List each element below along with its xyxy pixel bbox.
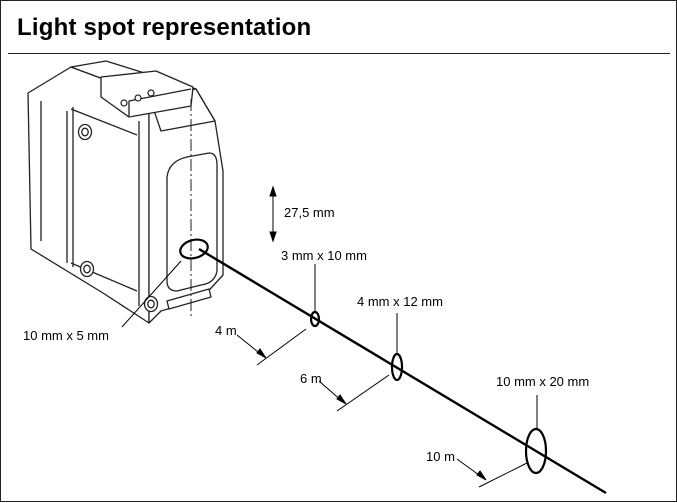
height-dimension: [269, 185, 277, 243]
spot-4m-label: 3 mm x 10 mm: [281, 248, 367, 263]
distance-markers: [236, 328, 528, 488]
spot-origin: [179, 238, 209, 260]
sensor-housing: [27, 60, 224, 324]
spot-6m-label: 4 mm x 12 mm: [357, 294, 443, 309]
spot-origin-label: 10 mm x 5 mm: [23, 328, 109, 343]
height-label: 27,5 mm: [284, 205, 335, 220]
light-spots: [179, 238, 548, 475]
dist-6m-label: 6 m: [300, 371, 322, 386]
spot-origin-leader: [121, 260, 182, 328]
mounting-screws: [77, 123, 159, 313]
spot-10m: [524, 427, 548, 475]
page-title: Light spot representation: [17, 14, 312, 41]
dist-10m-label: 10 m: [426, 449, 455, 464]
dist-4m-label: 4 m: [215, 323, 237, 338]
spot-10m-label: 10 mm x 20 mm: [496, 374, 589, 389]
title-divider: [8, 53, 670, 54]
spot-leaders: [314, 264, 538, 429]
indicator-leds: [120, 89, 155, 107]
